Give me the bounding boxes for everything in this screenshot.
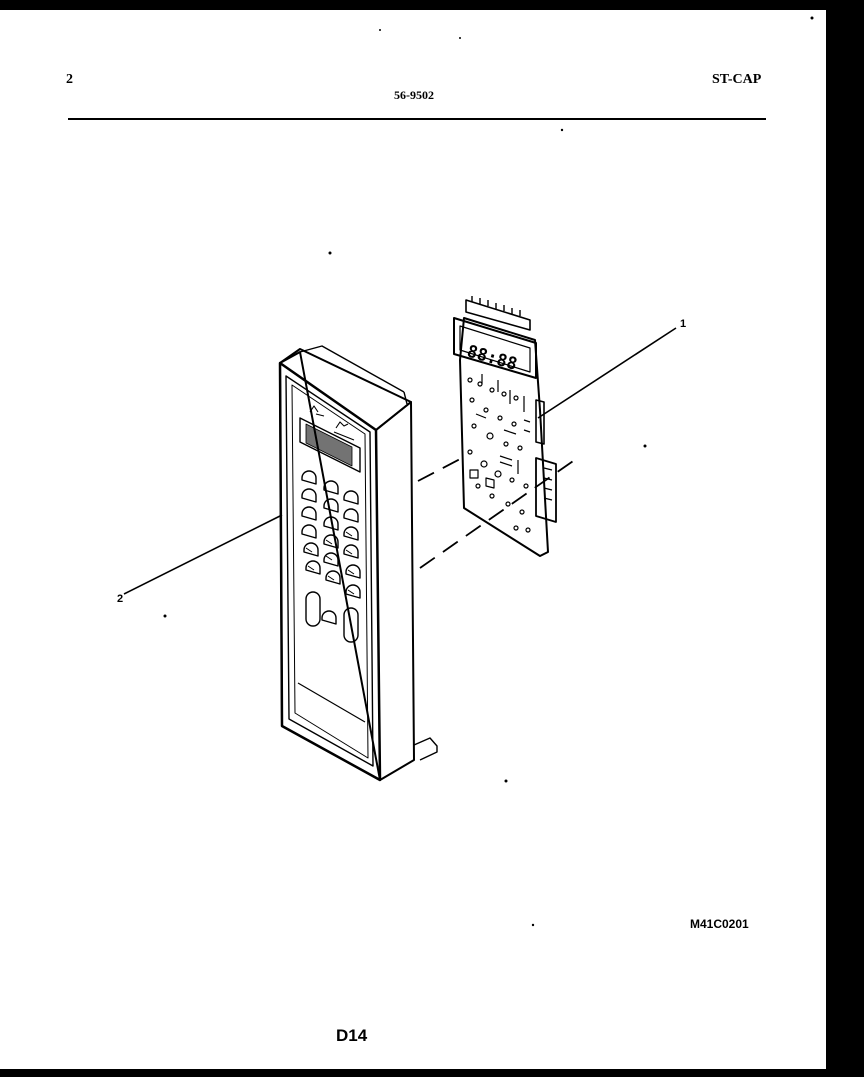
diagram-code: D14: [336, 1026, 368, 1045]
keypad-key: [343, 526, 359, 541]
keypad-key: [345, 584, 361, 599]
control-board: [453, 296, 557, 557]
scan-border-right: [826, 0, 864, 1077]
section-code: ST-CAP: [712, 72, 762, 87]
control-panel: [278, 345, 438, 782]
keypad-key: [301, 524, 317, 539]
assembly-lines: [417, 457, 577, 569]
keypad-key: [301, 470, 317, 485]
panel-side-face: [375, 401, 415, 781]
keypad-oval-key: [343, 607, 359, 643]
assembly-line-lower: [419, 458, 577, 569]
keypad-key: [303, 542, 319, 557]
callout-label-1: 1: [680, 318, 687, 330]
panel-mount-tab: [413, 737, 438, 761]
panel-display-window: [299, 417, 361, 473]
pcb-top-connector: [465, 299, 531, 331]
header-rule: [68, 118, 766, 120]
panel-bevel: [285, 375, 374, 767]
assembly-line-upper: [417, 457, 463, 482]
leader-lines: [123, 327, 677, 595]
scan-border-top: [0, 0, 864, 10]
leader-line-2: [123, 514, 283, 595]
callout-label-2: 2: [117, 593, 124, 605]
keypad-key: [323, 534, 339, 549]
leader-line-1: [537, 327, 677, 419]
pcb-side-connector: [535, 399, 545, 445]
scan-speckles: [163, 16, 814, 927]
keypad-key: [343, 544, 359, 559]
model-number: 56-9502: [394, 88, 434, 102]
keypad-key-shading: [305, 531, 355, 595]
drawing-id: M41C0201: [690, 917, 749, 931]
panel-inner-frame: [291, 384, 369, 759]
scan-border-bottom: [0, 1069, 864, 1077]
panel-keypad: [301, 470, 361, 643]
keypad-key: [323, 516, 339, 531]
keypad-key: [301, 506, 317, 521]
keypad-key: [345, 564, 361, 579]
page-number: 2: [66, 72, 73, 87]
pcb-display-module: [453, 317, 537, 379]
keypad-key: [323, 552, 339, 567]
keypad-key: [343, 490, 359, 505]
keypad-key: [305, 560, 321, 575]
pcb-components: [467, 374, 531, 533]
pcb-display-digits: 88:88: [465, 342, 520, 375]
panel-outline-front: [279, 351, 381, 781]
keypad-oval-key: [305, 591, 321, 627]
keypad-key: [321, 610, 337, 625]
keypad-key: [343, 508, 359, 523]
keypad-key: [301, 488, 317, 503]
keypad-key: [325, 570, 341, 585]
pcb-relay-block: [535, 457, 557, 523]
keypad-key: [323, 498, 339, 513]
keypad-key: [323, 480, 339, 495]
